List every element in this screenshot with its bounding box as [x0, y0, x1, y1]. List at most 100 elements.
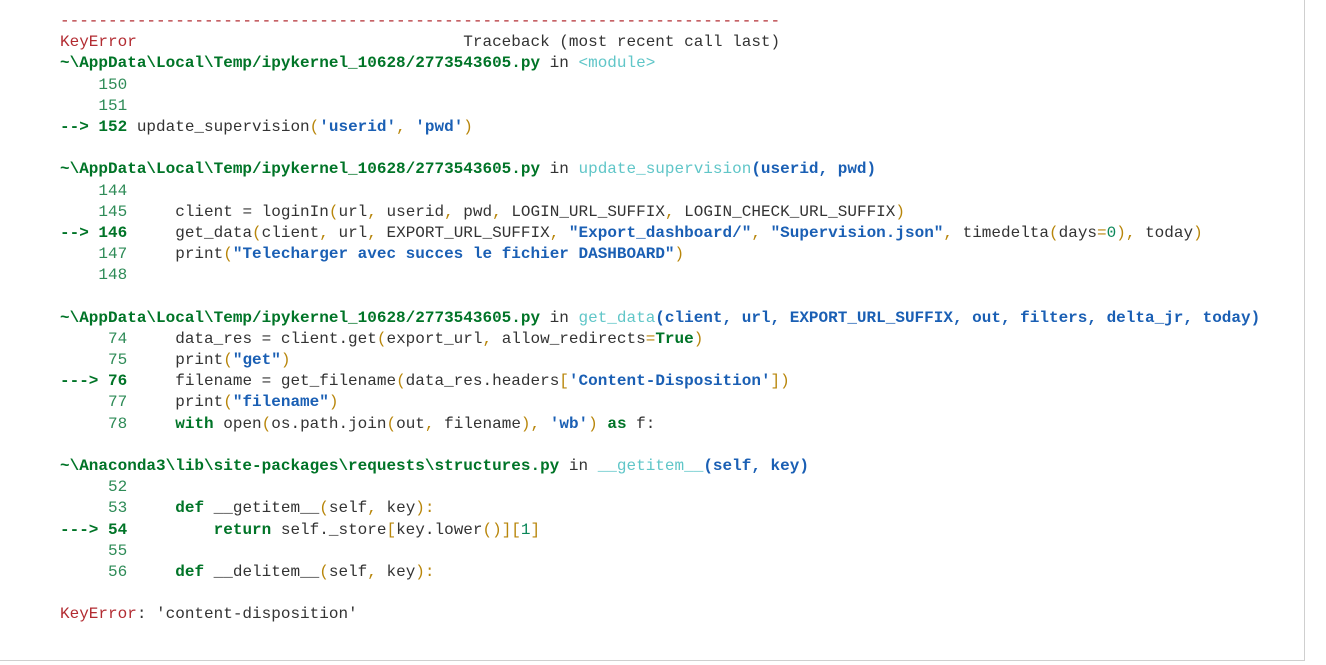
file-path-link[interactable]: ~\AppData\Local\Temp/ipykernel_10628/277…: [60, 308, 541, 327]
code-token: 148: [60, 266, 128, 285]
code-token: (: [396, 372, 406, 391]
code-token: ,: [1125, 223, 1146, 242]
traceback-line: ~\Anaconda3\lib\site-packages\requests\s…: [60, 456, 1260, 477]
code-token: "Telecharger avec succes le fichier DASH…: [232, 245, 675, 264]
traceback-line: ---> 76 filename = get_filename(data_res…: [60, 371, 1260, 392]
traceback-line: --> 146 get_data(client, url, EXPORT_URL…: [60, 223, 1260, 244]
code-token: ): [463, 117, 473, 136]
code-token: ][: [501, 520, 521, 539]
code-token: f:: [626, 414, 656, 433]
code-token: 145: [60, 202, 128, 221]
code-token: "Export_dashboard/": [568, 223, 752, 242]
traceback-line: 74 data_res = client.get(export_url, all…: [60, 329, 1260, 350]
code-token: ,: [424, 414, 445, 433]
code-token: KeyError: [60, 605, 137, 624]
code-token: return: [213, 520, 272, 539]
code-token: 147: [60, 245, 128, 264]
code-token: 144: [60, 181, 128, 200]
code-token: =: [1097, 223, 1107, 242]
code-token: 0: [1106, 223, 1117, 242]
code-token: print: [127, 245, 224, 264]
traceback-line: ----------------------------------------…: [60, 11, 1260, 32]
file-path-link[interactable]: ~\AppData\Local\Temp/ipykernel_10628/277…: [60, 160, 541, 179]
code-token: (self, key): [703, 456, 809, 475]
code-token: in: [540, 54, 579, 73]
code-token: [: [559, 372, 569, 391]
code-token: self: [328, 499, 368, 518]
code-token: __delitem__: [204, 562, 320, 581]
output-cell: ----------------------------------------…: [0, 0, 1305, 661]
code-token: 77: [60, 393, 128, 412]
code-token: os.path.join: [271, 414, 387, 433]
code-token: as: [607, 414, 627, 433]
code-token: ,: [530, 414, 550, 433]
code-token: ): [674, 245, 685, 264]
code-token: open: [213, 414, 262, 433]
code-token: ]): [770, 372, 790, 391]
traceback-line: 77 print("filename"): [60, 392, 1260, 413]
code-token: def: [175, 562, 205, 581]
code-token: 55: [60, 541, 128, 560]
code-token: ): [588, 414, 598, 433]
code-token: pwd: [463, 202, 493, 221]
traceback-line: ~\AppData\Local\Temp/ipykernel_10628/277…: [60, 308, 1260, 329]
traceback-line: 52: [60, 477, 1260, 498]
code-token: 74: [60, 329, 128, 348]
code-token: --> 152: [60, 117, 128, 136]
code-token: allow_redirects: [501, 329, 646, 348]
code-token: 'userid': [319, 117, 397, 136]
code-token: [127, 563, 175, 581]
code-token: ,: [549, 223, 569, 242]
traceback-line: [60, 138, 1260, 159]
traceback-line: 53 def __getitem__(self, key):: [60, 498, 1260, 519]
code-token: (: [376, 329, 387, 348]
traceback-line: 148: [60, 265, 1260, 286]
code-token: ,: [367, 499, 387, 518]
code-token: client = loginIn: [127, 202, 329, 221]
code-token: True: [655, 329, 694, 348]
code-token: self: [328, 562, 368, 581]
code-token: ---> 54: [60, 520, 128, 539]
code-token: 53: [60, 499, 128, 518]
code-token: (: [309, 117, 320, 136]
traceback-line: ---> 54 return self._store[key.lower()][…: [60, 520, 1260, 541]
code-token: EXPORT_URL_SUFFIX: [386, 223, 550, 242]
file-path-link[interactable]: ~\Anaconda3\lib\site-packages\requests\s…: [60, 456, 560, 475]
code-token: self._store: [271, 520, 387, 539]
code-token: (userid, pwd): [751, 160, 877, 179]
code-token: filename = get_filename: [127, 372, 397, 391]
code-token: ,: [367, 562, 387, 581]
code-token: in: [540, 308, 579, 327]
code-token: KeyError: [60, 33, 137, 52]
code-token: ]: [530, 520, 541, 539]
code-token: ,: [444, 202, 464, 221]
traceback-line: 56 def __delitem__(self, key):: [60, 562, 1260, 583]
code-token: get_data: [578, 308, 656, 327]
file-path-link[interactable]: ~\AppData\Local\Temp/ipykernel_10628/277…: [60, 54, 541, 73]
code-token: key: [386, 499, 416, 518]
code-token: [: [386, 520, 397, 539]
code-token: ): [895, 202, 905, 221]
code-token: ): [1193, 223, 1203, 242]
code-token: (: [1049, 223, 1059, 242]
traceback-line: [60, 583, 1260, 604]
code-token: ): [328, 393, 339, 412]
code-token: [598, 415, 608, 433]
code-token: (: [223, 351, 233, 369]
traceback-line: 144: [60, 181, 1260, 202]
code-token: filename: [444, 414, 521, 433]
code-token: ):: [415, 562, 435, 581]
code-token: def: [175, 499, 205, 518]
traceback-line: 147 print("Telecharger avec succes le fi…: [60, 244, 1260, 265]
code-token: ,: [664, 202, 685, 221]
code-token: ,: [367, 202, 387, 221]
code-token: __getitem__: [597, 456, 704, 475]
code-token: url: [338, 202, 368, 221]
code-token: (: [261, 414, 272, 433]
code-token: __getitem__: [204, 499, 320, 518]
traceback-line: KeyError Traceback (most recent call las…: [60, 32, 1260, 53]
code-token: (: [252, 223, 262, 242]
code-token: LOGIN_CHECK_URL_SUFFIX: [684, 202, 896, 221]
code-token: [127, 499, 175, 517]
code-token: "get": [232, 351, 281, 369]
